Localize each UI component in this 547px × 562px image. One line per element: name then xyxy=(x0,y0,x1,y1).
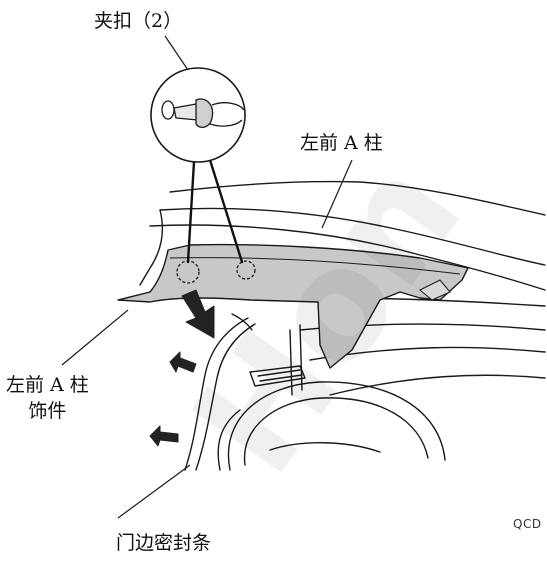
a-pillar-trim-edge-highlight xyxy=(169,257,461,275)
clip-label: 夹扣（2） xyxy=(94,10,183,32)
door-seal-strip-inner xyxy=(195,323,256,471)
windshield-top-edge xyxy=(159,207,546,266)
a-pillar-body xyxy=(139,209,163,286)
dash-vent xyxy=(249,365,306,387)
door-seal-label: 门边密封条 xyxy=(116,532,212,554)
dashboard-lower xyxy=(329,374,546,396)
a-pillar-trim-label-line2: 饰件 xyxy=(28,400,67,422)
dash-bracket xyxy=(289,324,303,396)
a-pillar-trim-label-line1: 左前 A 柱 xyxy=(6,374,89,396)
steering-wheel-inner xyxy=(243,397,429,466)
steering-wheel-outer xyxy=(227,381,446,471)
steering-wheel-spoke xyxy=(269,442,381,453)
seal-pull-arrow-upper xyxy=(169,351,197,373)
a-pillar-trim-tab xyxy=(419,279,451,301)
door-seal-strip xyxy=(184,317,249,471)
clip-leader-line-2 xyxy=(208,158,244,264)
clip-leader-line-1 xyxy=(186,160,196,264)
dash-vent-slats xyxy=(257,369,303,382)
figure-code-label: QCD xyxy=(513,517,542,531)
clip-location-2 xyxy=(236,260,256,280)
clip-detail-icon xyxy=(161,98,245,129)
door-seal-lip xyxy=(231,313,253,331)
clip-label-leader-line xyxy=(164,35,189,71)
trim-leader-line xyxy=(61,309,129,366)
a-pillar-trim-label: 左前 A 柱 饰件 xyxy=(6,372,89,424)
windshield-lower-edge xyxy=(149,224,546,291)
steering-column xyxy=(217,409,241,471)
a-pillar-trim xyxy=(117,243,469,369)
seal-pull-arrow-lower xyxy=(149,425,179,447)
a-pillar-leader-line xyxy=(321,159,353,229)
a-pillar-label: 左前 A 柱 xyxy=(300,132,383,154)
roof-outline xyxy=(169,180,546,216)
removal-direction-arrow xyxy=(181,289,215,339)
door-seal-leader-line xyxy=(117,464,191,519)
